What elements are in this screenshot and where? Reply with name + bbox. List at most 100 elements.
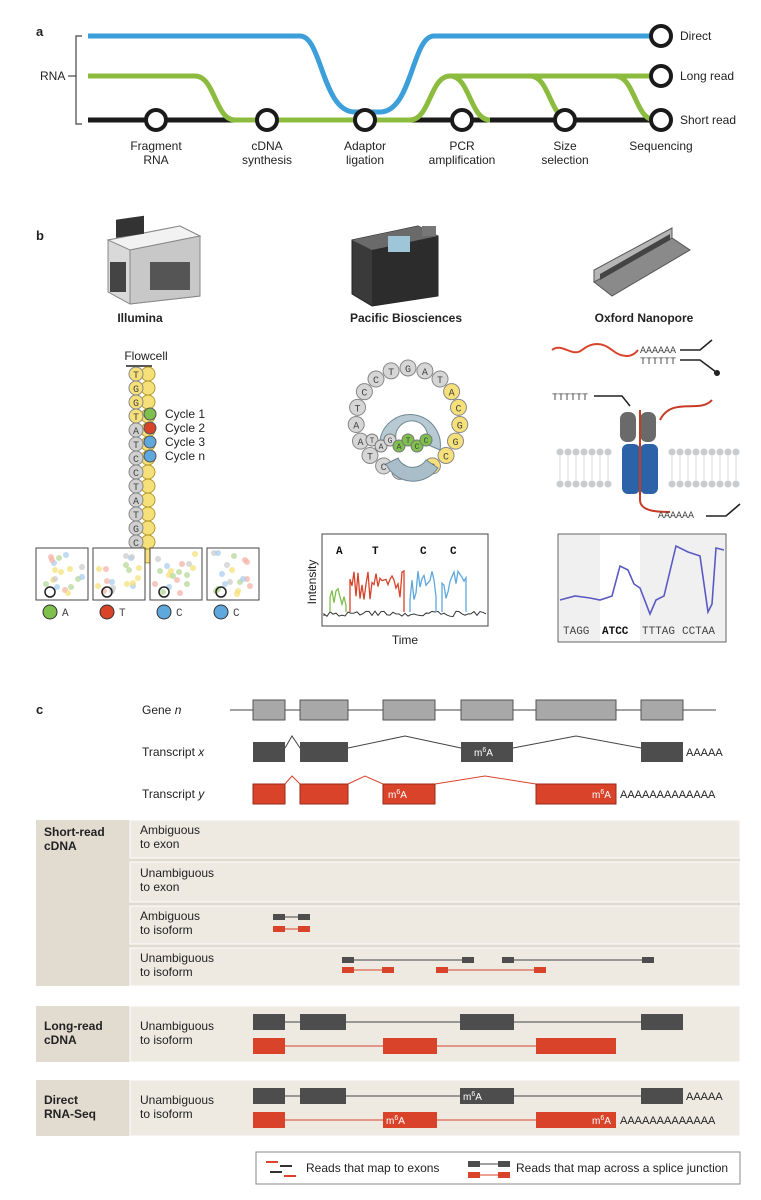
platform-illumina: Illumina [117,311,163,325]
base-label: C [176,608,183,620]
station-label-sequencing: Sequencing [629,139,692,153]
rna-label: RNA [40,69,65,83]
exon-5 [535,699,617,721]
svg-text:T: T [388,368,394,379]
panel-c: c Gene n Transcript x m6A AAAAA Transcri… [36,699,741,1185]
dr-m6a-2: m6A [386,1115,405,1127]
ring-base: A [443,383,461,401]
ring-base: A [347,416,365,434]
flowcell-label: Flowcell [124,349,167,363]
exon-3 [382,699,436,721]
svg-text:G: G [388,437,393,446]
nanopore-polyA: AAAAAA [640,346,676,357]
pore-left [622,444,640,494]
cycle-dye [143,421,157,435]
station-sequencing [649,108,673,132]
strand-base-label: C [133,539,139,550]
cycle-dye [143,449,157,463]
ty-m6a-2: m6A [592,789,611,801]
trace-base-label: C [420,546,427,558]
panel-a-label: a [36,24,44,39]
platform-nanopore: Oxford Nanopore [595,311,694,325]
legend-box [255,1151,741,1185]
trace-baseline [323,610,487,618]
gene-exons [252,699,684,721]
strand-base: T [128,366,156,382]
sr-row-3 [129,905,741,945]
nanopore-signal-box [557,533,727,643]
nanopore-highlight [600,534,640,642]
legend-junction-label: Reads that map across a splice junction [516,1161,728,1175]
transcript-y-introns [284,775,537,785]
ring-base: C [367,370,385,388]
image-frame: A [35,547,89,620]
inner-base: A [374,439,388,453]
svg-text:A: A [353,422,359,433]
transcript-x-introns [284,735,642,749]
terminal-direct [649,24,673,48]
base-label: C [233,608,240,620]
inner-base: C [410,439,424,453]
svg-text:G: G [452,438,458,449]
tx-exon-1 [253,742,285,762]
long-read-track [88,73,656,123]
ty-tail: AAAAAAAAAAAAA [620,789,716,801]
nanopore-polyT-left: TTTTTT [552,393,588,404]
strand-base: T [128,478,156,494]
panel-a: a RNA Direct Long read Short read [36,24,736,167]
nanopore-device-icon [593,227,691,297]
signal-seq-3: TTTAG [642,626,675,638]
ring-base: T [382,362,400,380]
strand-base-label: C [133,469,139,480]
ring-base: T [349,398,367,416]
trace-pulse [441,569,467,612]
dr-tail-y: AAAAAAAAAAAAA [620,1115,716,1127]
svg-text:T: T [367,452,373,463]
base-dye-icon [42,604,58,620]
ring-base: T [361,446,379,464]
nanopore-translocating-rna [639,399,713,513]
base-dye-icon [99,604,115,620]
exon-1 [252,699,286,721]
direct-reads [253,1088,683,1128]
inner-base: G [383,433,397,447]
cycle-dye [143,435,157,449]
tx-exon-4 [461,742,513,762]
exon-4 [460,699,514,721]
ty-exon-5 [535,783,617,805]
panel-b-label: b [36,228,44,243]
pacbio-xlabel: Time [392,633,419,647]
ring-base: C [355,383,373,401]
polymerase-icon [379,414,441,482]
svg-text:C: C [415,443,420,452]
ring-base: G [447,432,465,450]
unambiguous-isoform-reads [342,957,654,973]
rna-bracket [75,35,82,125]
svg-text:T: T [355,404,361,415]
nanopore-polyT: TTTTTT [640,357,676,368]
ty-m6a-1: m6A [388,789,407,801]
svg-text:T: T [370,437,375,446]
nanopore-signal-trace [559,544,725,617]
gene-label: Gene n [142,703,182,717]
strand-base-label: A [133,497,139,508]
motor-protein-right [640,412,656,442]
illumina-machine-icon [106,215,202,305]
svg-text:C: C [424,437,429,446]
strand-base: C [128,464,156,480]
legend-junction-icon [468,1161,510,1178]
strand-base-label: G [133,525,139,536]
station-size [553,108,577,132]
ambiguous-isoform-reads [273,914,310,932]
pacbio-ylabel: Intensity [305,560,319,605]
station-adaptor [353,108,377,132]
nanopore-signal-frame [557,533,727,643]
